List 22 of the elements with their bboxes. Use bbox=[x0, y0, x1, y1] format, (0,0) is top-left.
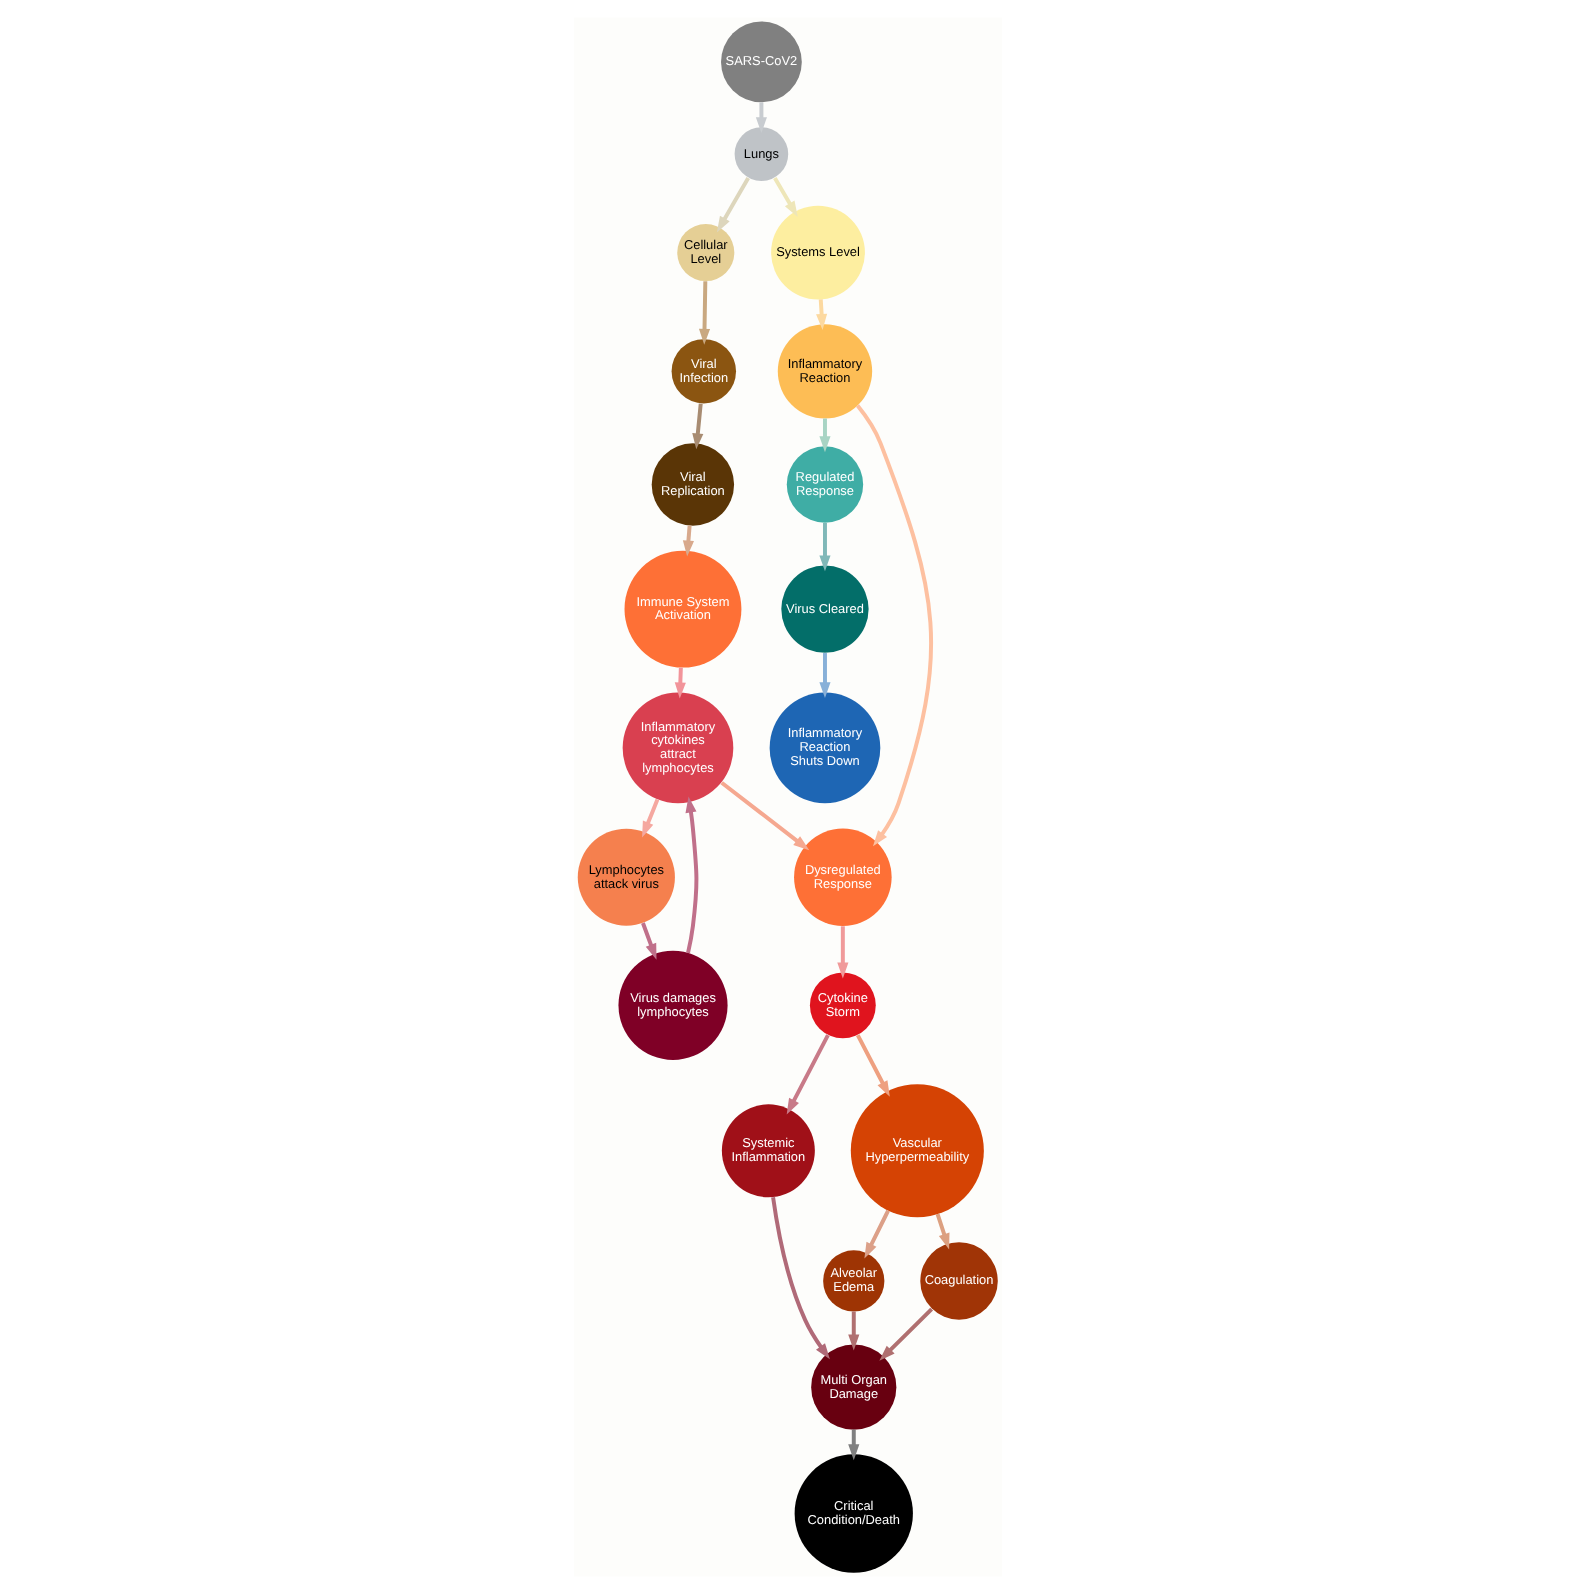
arrow bbox=[720, 781, 810, 851]
arrow bbox=[771, 1197, 830, 1360]
arrow bbox=[848, 1311, 860, 1351]
arrow bbox=[786, 1034, 830, 1115]
arrow bbox=[642, 798, 660, 838]
arrow bbox=[816, 299, 828, 330]
arrow bbox=[935, 1213, 950, 1250]
arrow bbox=[837, 926, 849, 979]
arrow bbox=[692, 403, 704, 450]
arrow bbox=[855, 404, 934, 847]
arrow bbox=[685, 796, 699, 954]
arrow bbox=[819, 523, 831, 572]
arrow bbox=[819, 418, 831, 453]
arrow bbox=[755, 102, 767, 134]
arrow bbox=[855, 1034, 890, 1097]
arrow bbox=[864, 1209, 890, 1259]
arrow bbox=[879, 1307, 934, 1361]
arrow bbox=[819, 653, 831, 699]
arrow bbox=[716, 176, 750, 233]
arrow bbox=[641, 922, 657, 960]
arrow bbox=[698, 281, 711, 345]
arrow bbox=[773, 176, 798, 218]
